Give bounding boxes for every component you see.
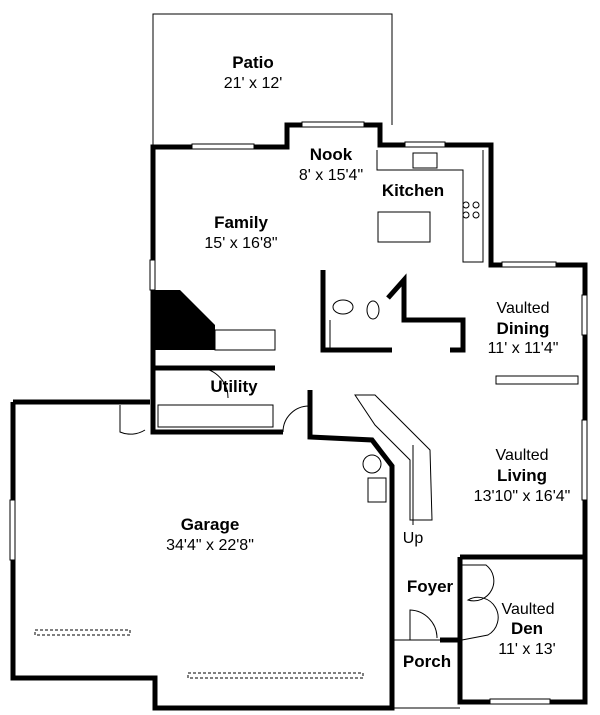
windows [9, 121, 588, 705]
dining-dims: 11' x 11'4" [488, 340, 559, 357]
patio-outline [152, 13, 393, 147]
den-dims: 11' x 13' [498, 641, 555, 658]
den-prefix: Vaulted [501, 601, 554, 618]
utility-counter [157, 404, 274, 428]
sink-icon [412, 152, 438, 169]
toilet-icon [366, 300, 380, 320]
living-label: Living [497, 466, 547, 485]
bathroom-sink-icon [332, 299, 354, 315]
nook-dims: 8' x 15'4" [299, 167, 363, 184]
patio-label: Patio [232, 53, 274, 72]
family-dims: 15' x 16'8" [204, 235, 277, 252]
door-swing [282, 405, 310, 433]
staircase [354, 394, 433, 521]
utility-door [199, 367, 229, 399]
patio-dims: 21' x 12' [224, 75, 283, 92]
foyer-label: Foyer [407, 577, 454, 596]
dining-beam [495, 375, 579, 385]
room-labels: Patio 21' x 12' Nook 8' x 15'4" Kitchen … [166, 53, 570, 671]
walls [10, 122, 588, 711]
nook-label: Nook [310, 145, 353, 164]
garage-label: Garage [181, 515, 240, 534]
kitchen-label: Kitchen [382, 181, 444, 200]
porch-label: Porch [403, 652, 451, 671]
den-doors [461, 564, 499, 641]
utility-label: Utility [210, 377, 258, 396]
family-label: Family [214, 213, 268, 232]
dining-label: Dining [497, 319, 550, 338]
kitchen-counter [376, 150, 484, 263]
water-heater-icon [362, 454, 382, 474]
living-prefix: Vaulted [495, 447, 548, 464]
den-label: Den [511, 619, 543, 638]
stove-burner-icon [462, 201, 470, 209]
fireplace-icon [153, 290, 215, 350]
living-dims: 13'10" x 16'4" [474, 488, 571, 505]
dining-prefix: Vaulted [496, 300, 549, 317]
kitchen-island [377, 211, 431, 243]
fixtures [119, 150, 579, 641]
garage-door-swing [119, 405, 146, 435]
hearth-bench [214, 329, 276, 351]
stairs-up-label: Up [403, 530, 424, 547]
front-door-swing [409, 609, 438, 640]
garage-dims: 34'4" x 22'8" [166, 537, 254, 554]
